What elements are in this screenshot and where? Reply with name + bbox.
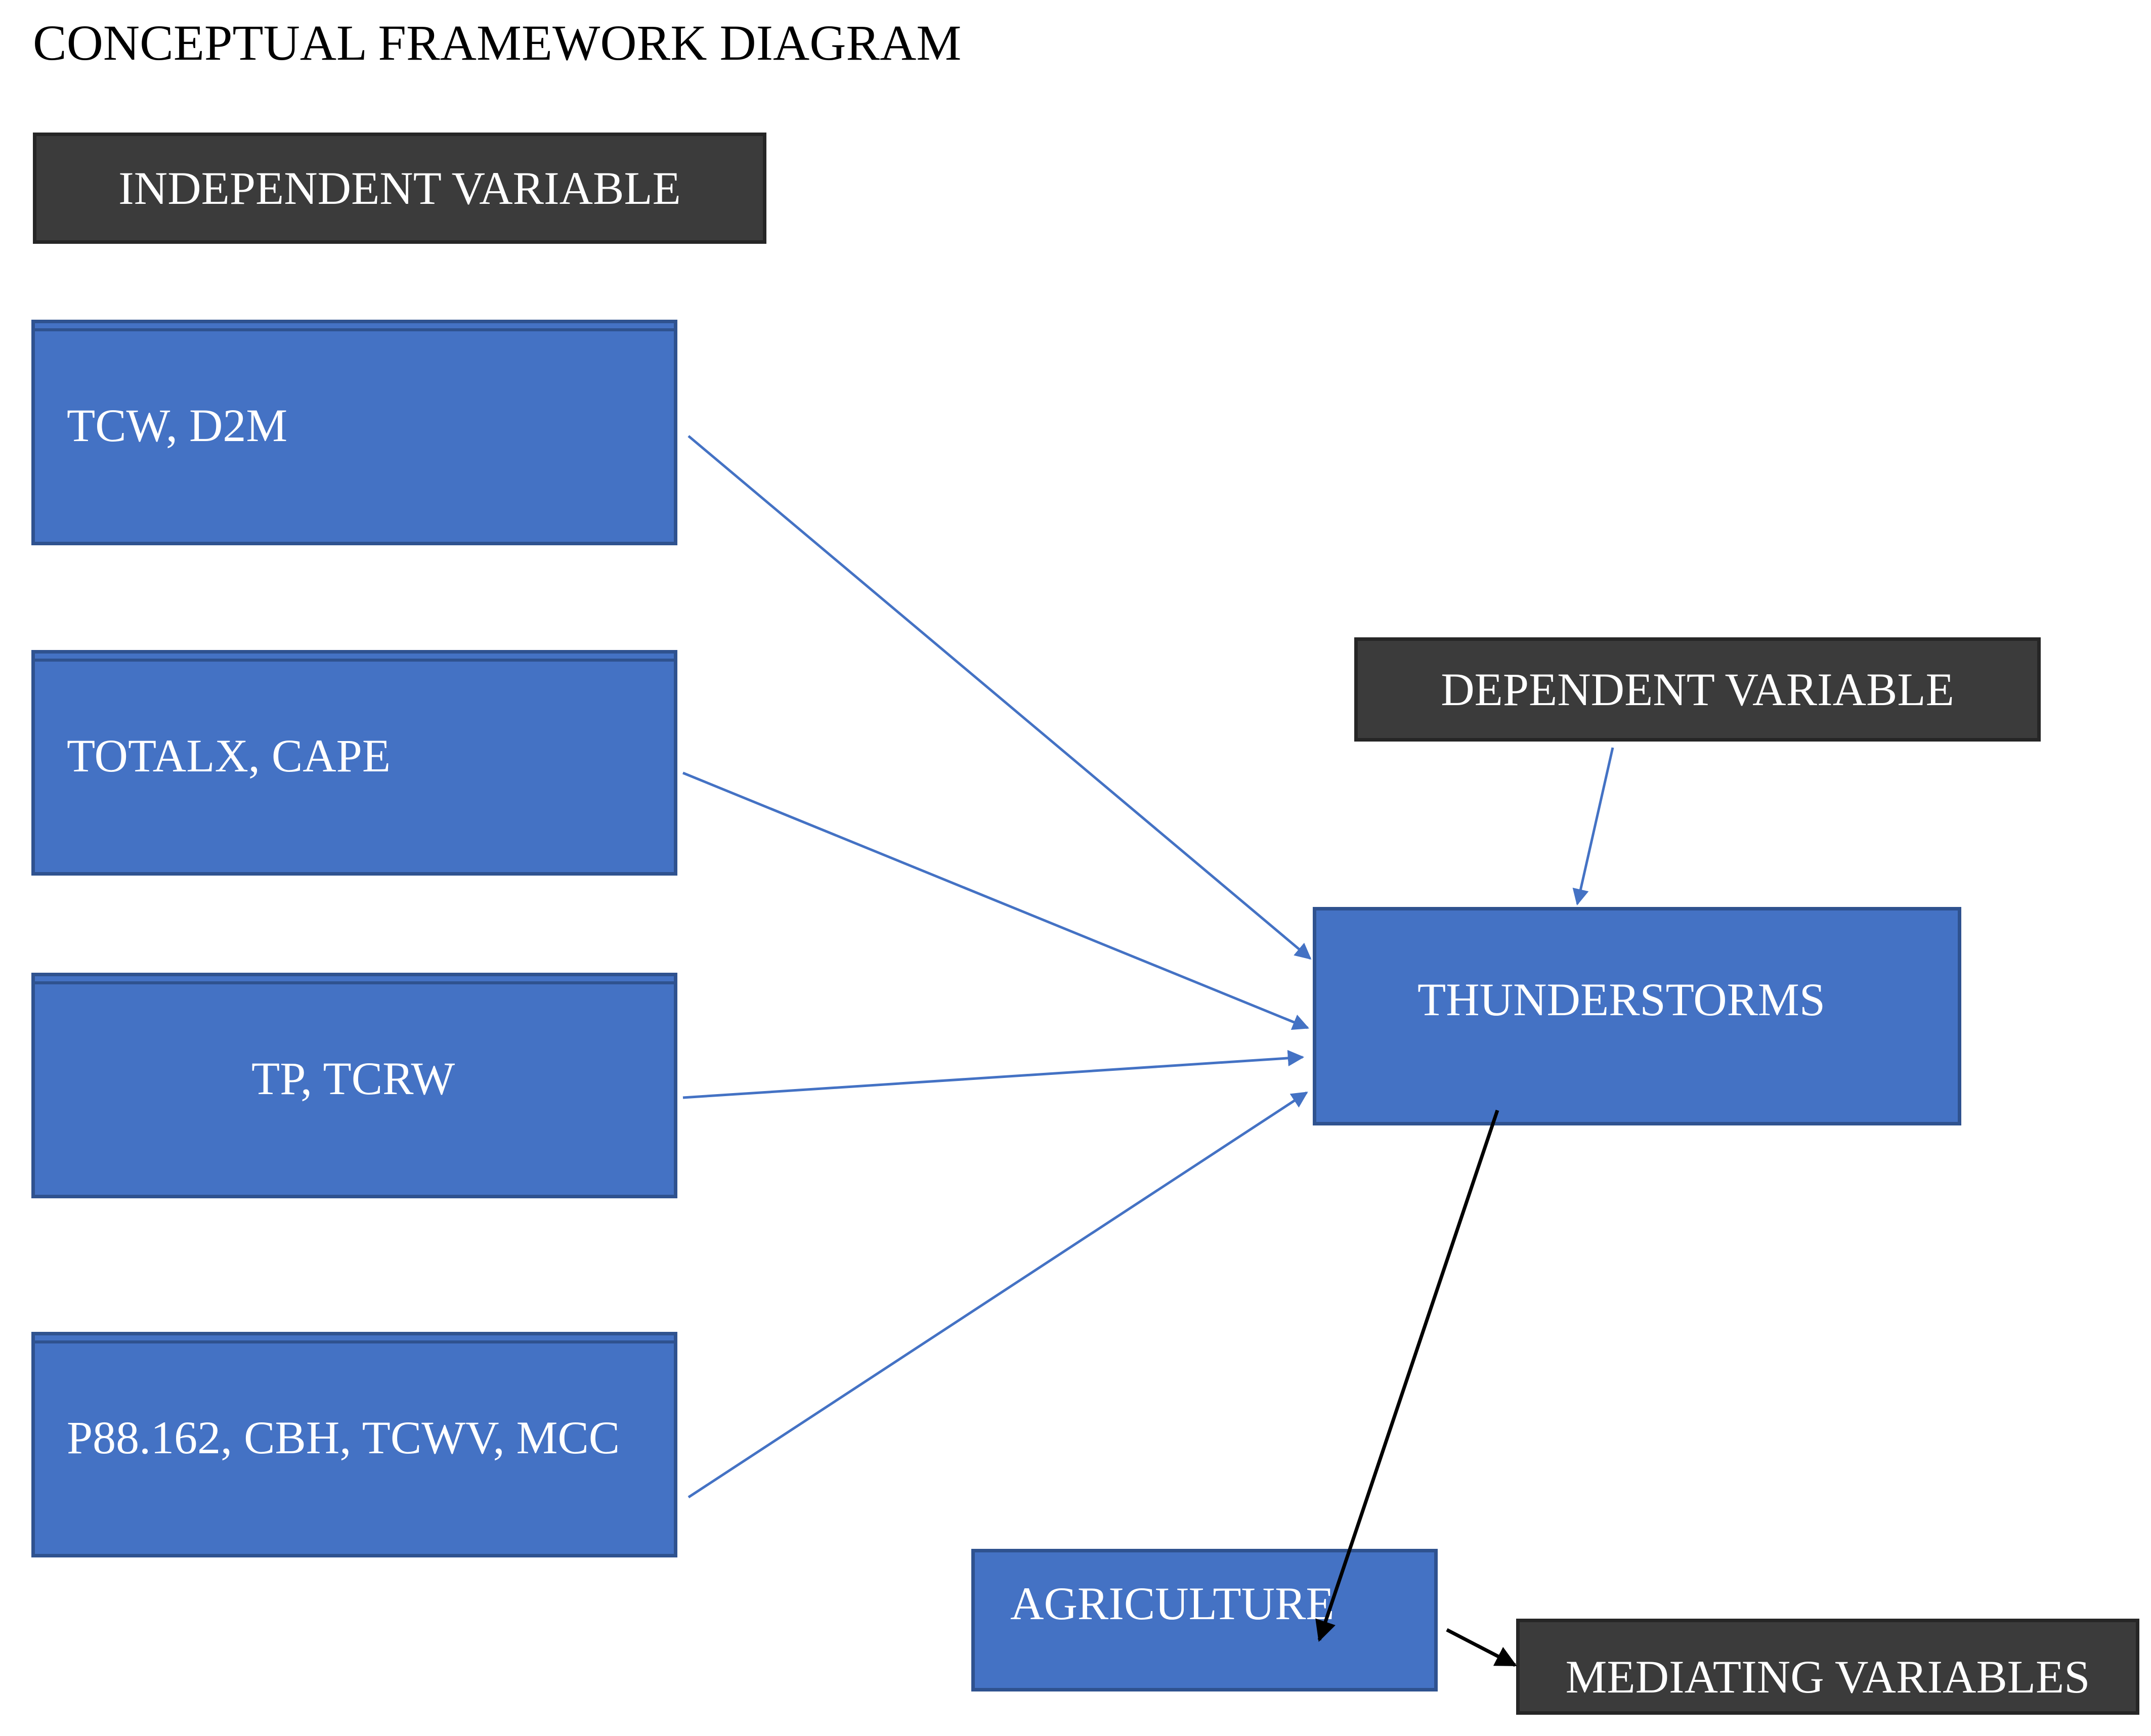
independent-node-label: TP, TCRW xyxy=(251,1053,455,1104)
mediating-variables-header: MEDIATING VARIABLES xyxy=(1516,1619,2139,1715)
thunderstorms-node-label: THUNDERSTORMS xyxy=(1417,974,1825,1025)
arrow-thunderstorms-to-agriculture xyxy=(1315,1109,1499,1642)
arrow-dependent-header-to-thunderstorms xyxy=(1572,747,1614,906)
independent-node-label: TCW, D2M xyxy=(67,400,288,451)
thunderstorms-node: THUNDERSTORMS xyxy=(1313,907,1961,1125)
independent-node-p88-cbh-tcwv-mcc: P88.162, CBH, TCWV, MCC xyxy=(31,1332,677,1557)
independent-node-label: TOTALX, CAPE xyxy=(67,730,391,782)
mediating-variables-header-label: MEDIATING VARIABLES xyxy=(1565,1651,2090,1703)
agriculture-node-label: AGRICULTURE xyxy=(1010,1578,1335,1629)
arrow-tcw-d2m-to-thunderstorms xyxy=(687,435,1312,960)
arrow-totalx-cape-to-thunderstorms xyxy=(682,771,1310,1030)
arrow-tp-tcrw-to-thunderstorms xyxy=(682,1050,1305,1099)
independent-variable-header: INDEPENDENT VARIABLE xyxy=(33,133,766,244)
diagram-title: CONCEPTUAL FRAMEWORK DIAGRAM xyxy=(33,15,962,71)
independent-node-totalx-cape: TOTALX, CAPE xyxy=(31,650,677,876)
dependent-variable-header-label: DEPENDENT VARIABLE xyxy=(1441,664,1954,715)
independent-node-tp-tcrw: TP, TCRW xyxy=(31,973,677,1198)
arrow-p88-cbh-tcwv-mcc-to-thunderstorms xyxy=(687,1091,1308,1499)
arrow-agriculture-to-mediating-variables xyxy=(1446,1628,1517,1667)
independent-node-label: P88.162, CBH, TCWV, MCC xyxy=(67,1412,620,1463)
independent-variable-header-label: INDEPENDENT VARIABLE xyxy=(118,162,681,214)
independent-node-tcw-d2m: TCW, D2M xyxy=(31,320,677,545)
agriculture-node: AGRICULTURE xyxy=(971,1549,1438,1691)
dependent-variable-header: DEPENDENT VARIABLE xyxy=(1354,637,2041,742)
